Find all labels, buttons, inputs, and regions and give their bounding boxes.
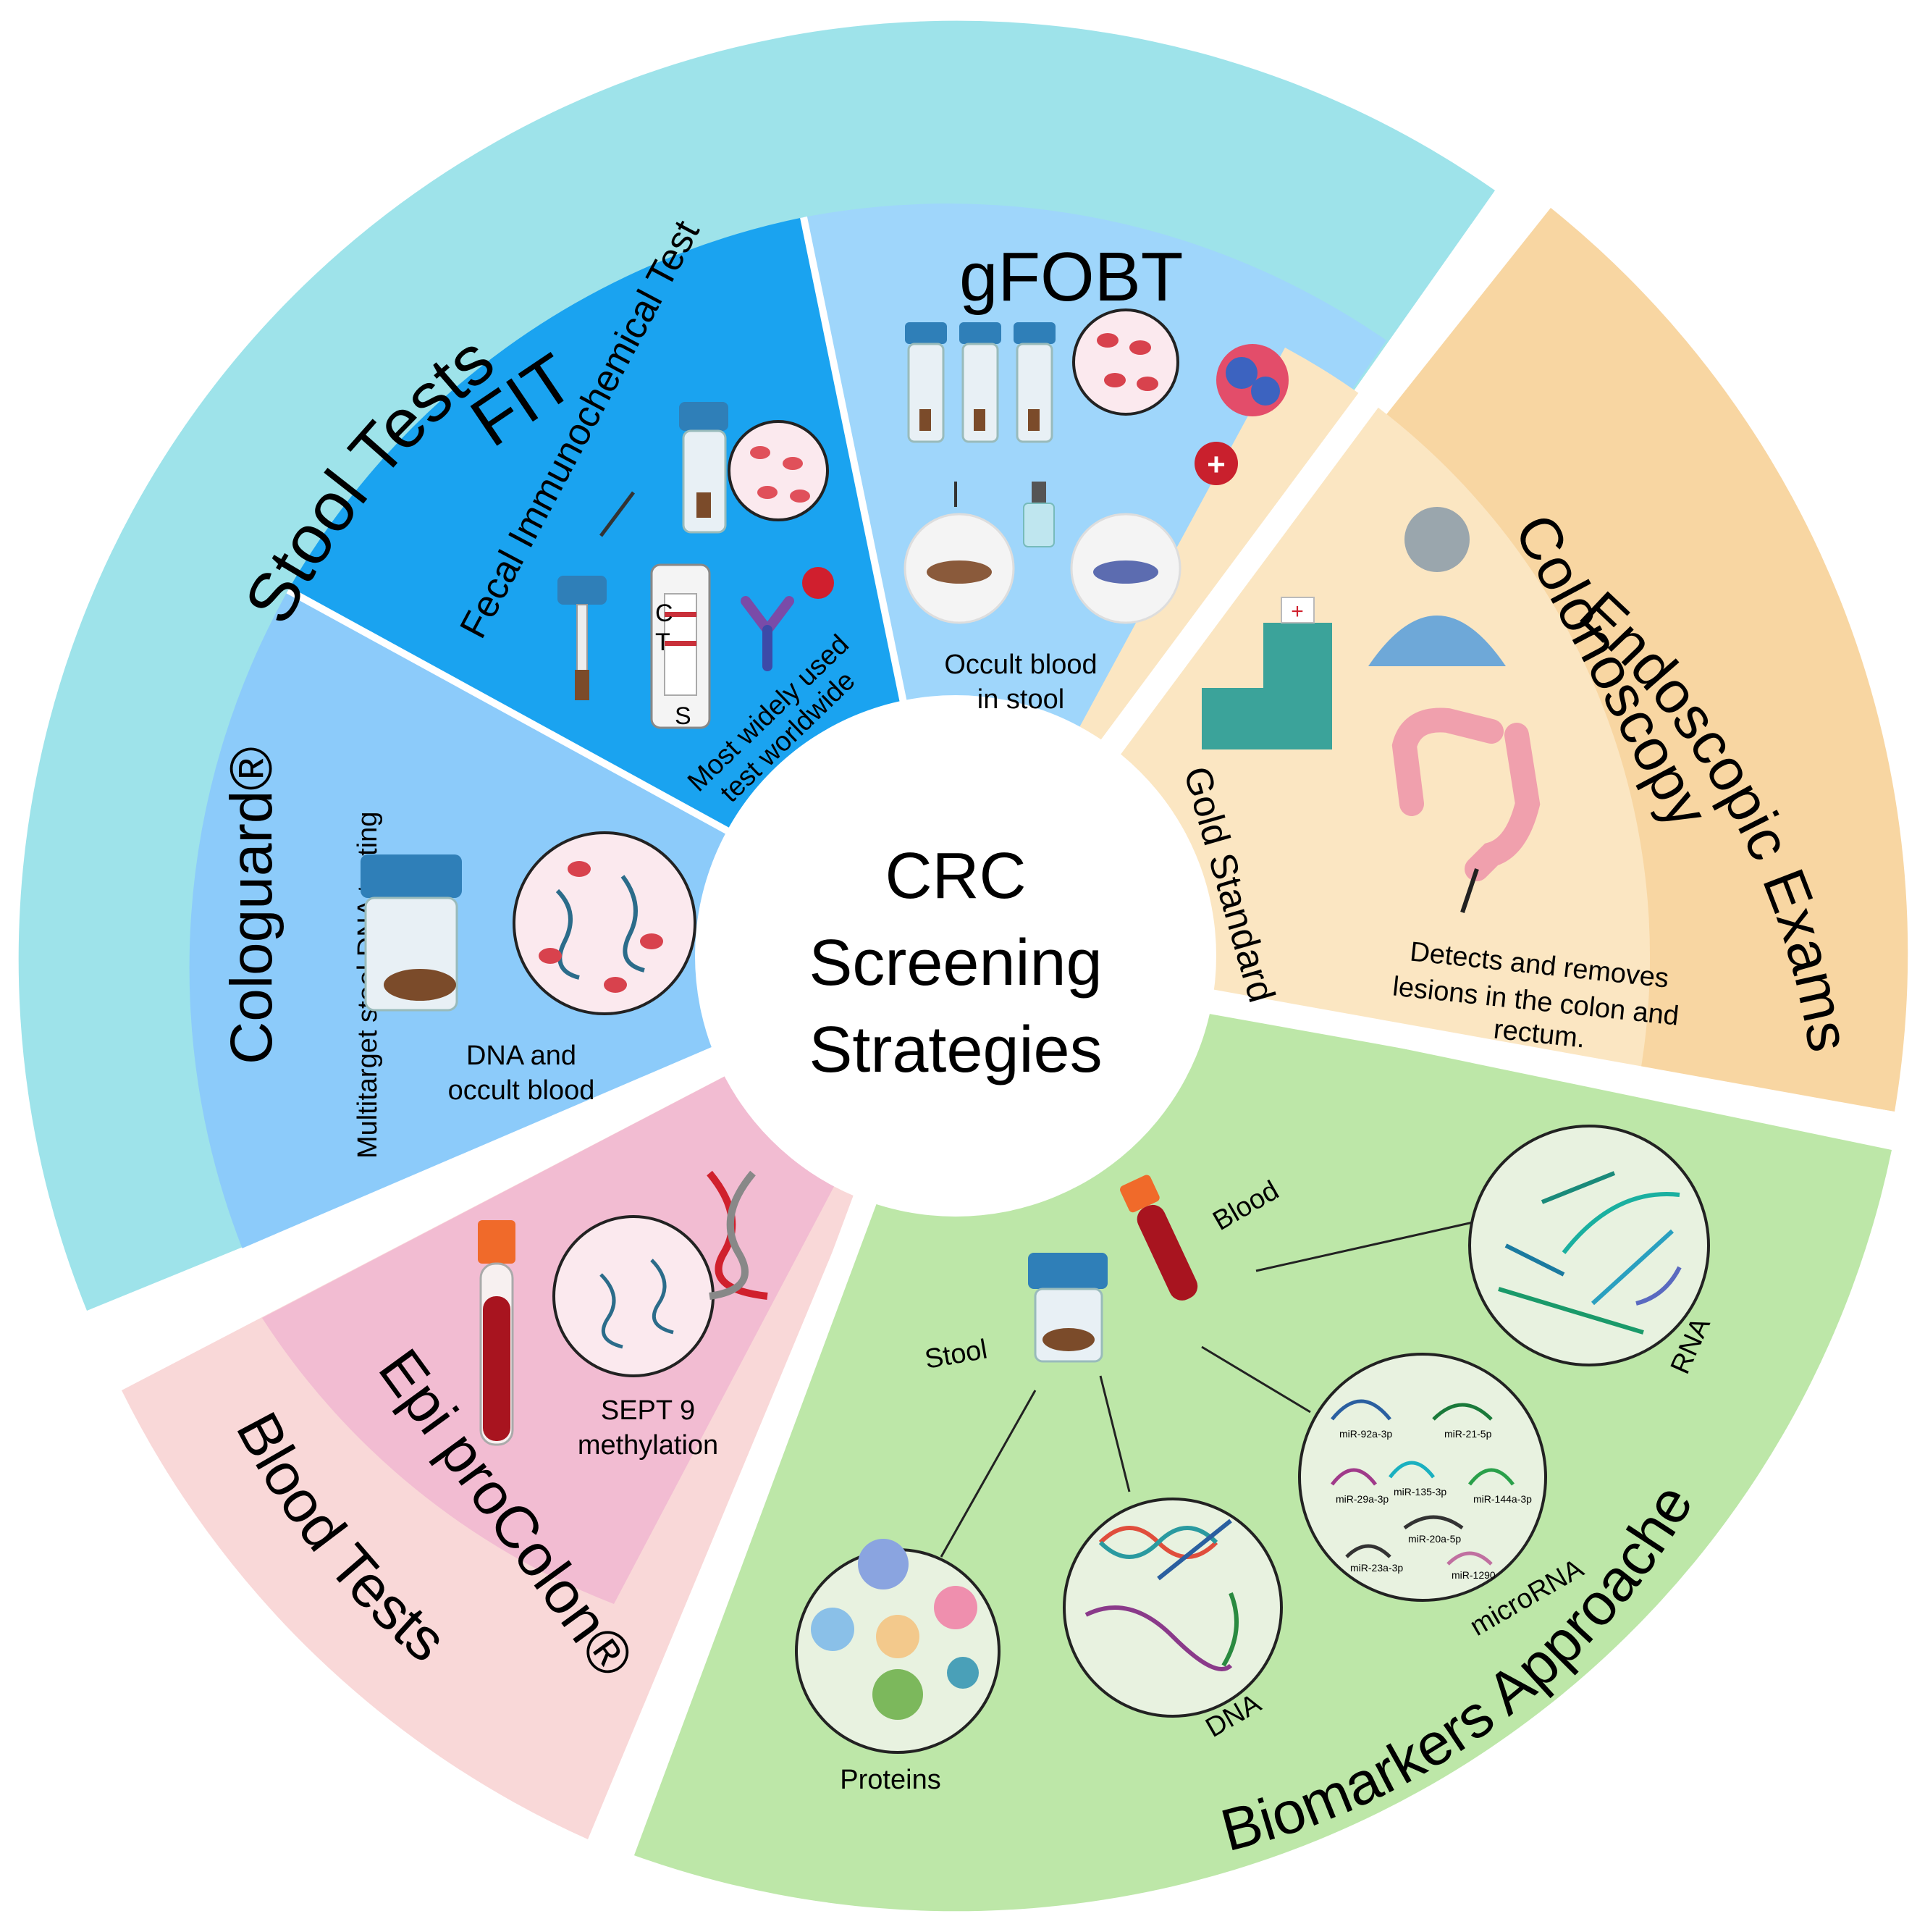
- proteins-label: Proteins: [840, 1765, 940, 1795]
- mirna-label-4: miR-135-3p: [1394, 1486, 1446, 1498]
- mirna-label-2: miR-21-5p: [1444, 1428, 1492, 1440]
- cologuard-blood-cells-icon: [539, 861, 663, 993]
- microrna-icon: [1331, 1399, 1515, 1566]
- hemoglobin-icon: [1216, 344, 1289, 416]
- gfobt-blood-magnifier-icon: [1072, 308, 1179, 416]
- doctor-icon: [1368, 507, 1506, 666]
- hospital-cross: +: [1291, 600, 1304, 623]
- gfobt-card-result-icon: [1070, 513, 1181, 624]
- antigen-icon: [802, 567, 834, 599]
- gfobt-panel: gFOBT: [903, 238, 1289, 715]
- fit-sample-tube-icon: [679, 402, 728, 534]
- cologuard-desc-line1: DNA and: [466, 1041, 576, 1071]
- fit-strip-c: C: [655, 600, 673, 627]
- fit-strip-s: S: [675, 702, 691, 730]
- reagent-bottle-icon: [1023, 482, 1055, 547]
- endoscope-icon: [1460, 868, 1479, 913]
- gfobt-desc-line1: Occult blood: [944, 650, 1097, 680]
- fit-strip-t: T: [655, 629, 670, 656]
- biomarker-connector-lines: [940, 1215, 1499, 1558]
- gfobt-blood-cells-icon: [1097, 333, 1158, 391]
- mirna-label-8: miR-1290: [1452, 1569, 1496, 1581]
- biomarker-blood-tube-icon: [1120, 1175, 1198, 1301]
- gfobt-tubes-icon: [905, 322, 1056, 443]
- gfobt-desc-line2: in stool: [977, 684, 1064, 715]
- positive-result-icon: [1195, 442, 1238, 485]
- fit-test-strip-icon: C T S: [650, 563, 711, 730]
- procolon-desc-line2: methylation: [578, 1430, 718, 1461]
- positive-result-plus: +: [1207, 447, 1226, 482]
- cologuard-panel: Cologuard® Multitarget stool DNA testing…: [219, 747, 696, 1159]
- mirna-label-6: miR-20a-5p: [1408, 1533, 1461, 1545]
- mirna-label-7: miR-23a-3p: [1350, 1562, 1403, 1574]
- antibody-icon: [741, 596, 794, 671]
- blood-tube-icon: [478, 1220, 515, 1446]
- cologuard-container-icon: [361, 854, 462, 1012]
- procolon-dna-icon: [599, 1259, 674, 1349]
- colon-icon: [1391, 707, 1541, 881]
- rna-strands-icon: [1498, 1171, 1682, 1335]
- cologuard-title: Cologuard®: [219, 747, 285, 1064]
- rna-circle: [1468, 1125, 1710, 1366]
- cologuard-magnifier-icon: [513, 831, 696, 1015]
- gfobt-title: gFOBT: [959, 238, 1183, 316]
- fit-blood-cells-icon: [750, 446, 810, 503]
- center-title-line1: CRC: [885, 840, 1027, 912]
- center-title-line3: Strategies: [809, 1014, 1102, 1086]
- biomarker-stool-container-icon: [1028, 1253, 1108, 1363]
- cologuard-dna-icon: [555, 875, 645, 980]
- procolon-desc-line1: SEPT 9: [601, 1395, 695, 1426]
- mirna-label-3: miR-29a-3p: [1336, 1493, 1389, 1505]
- microrna-circle: [1298, 1353, 1547, 1602]
- center-circle: [695, 695, 1216, 1217]
- proteins-icon: [811, 1539, 979, 1720]
- procolon-magnifier-icon: [552, 1215, 715, 1377]
- dna-helix-icon: [707, 1170, 768, 1300]
- fit-blood-magnifier-icon: [728, 420, 829, 521]
- fit-collector-icon: [557, 576, 607, 700]
- dna-strands-icon: [1084, 1519, 1239, 1671]
- mirna-label-1: miR-92a-3p: [1339, 1428, 1392, 1440]
- gfobt-card-stool-icon: [903, 513, 1015, 624]
- cologuard-desc-line2: occult blood: [448, 1075, 595, 1106]
- mirna-label-5: miR-144a-3p: [1473, 1493, 1532, 1505]
- hospital-icon: +: [1202, 597, 1332, 749]
- fit-arrow-icon: [599, 491, 635, 537]
- center-title-line2: Screening: [809, 927, 1102, 999]
